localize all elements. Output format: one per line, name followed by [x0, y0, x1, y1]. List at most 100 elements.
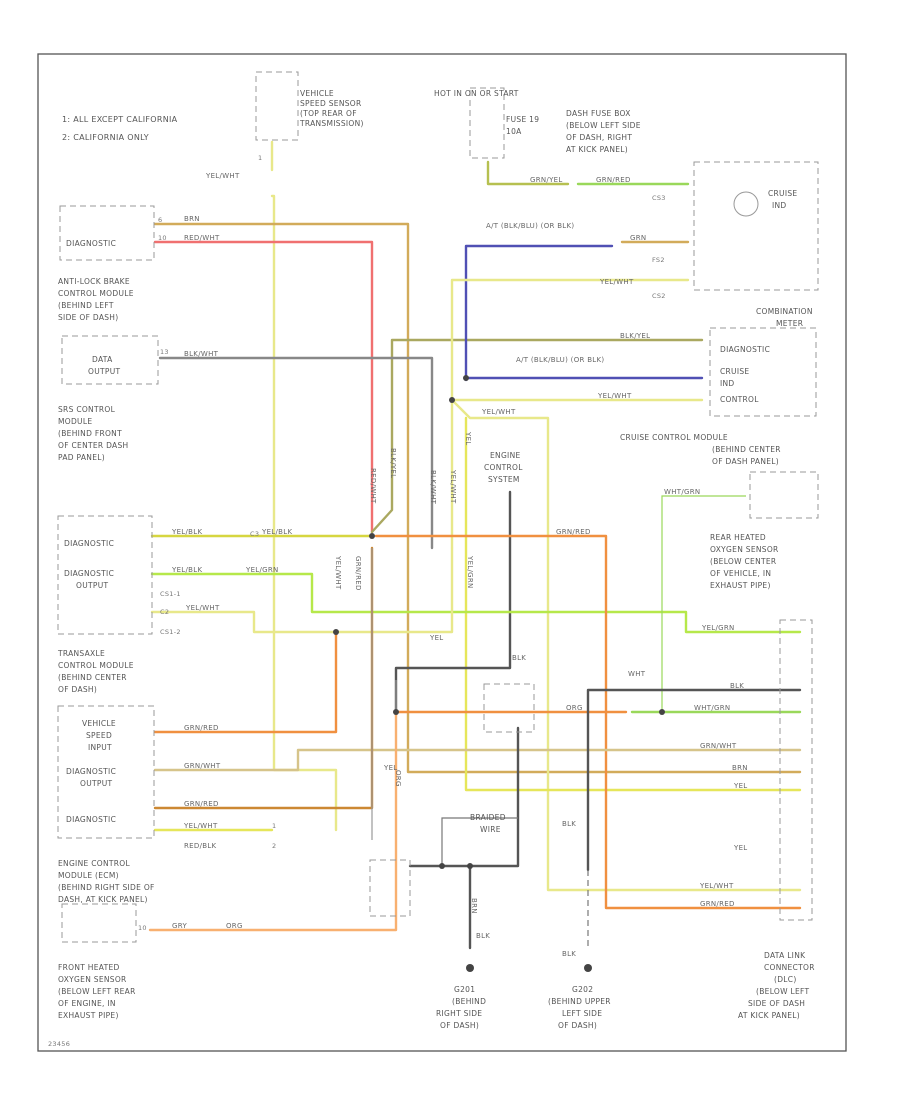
- ecm-label-1: ENGINE CONTROL: [58, 859, 130, 868]
- o2f-box: [61, 903, 137, 943]
- vlabel-redwht: RED/WHT: [369, 468, 377, 504]
- srs-box-label-2: OUTPUT: [88, 367, 120, 376]
- ground-wire-label: WIRE: [480, 825, 501, 834]
- dlc-wire-wht: WHT: [628, 670, 646, 678]
- tcm-box-output: OUTPUT: [76, 581, 108, 590]
- ground-wire-yel: YEL: [429, 634, 444, 642]
- g202-label-2: (BEHIND UPPER: [548, 997, 611, 1006]
- wire-dlc-blk: [586, 688, 802, 872]
- fuse-name: FUSE 19: [506, 115, 539, 124]
- srs-pin: 13: [160, 348, 169, 356]
- g201-label-1: G201: [454, 985, 475, 994]
- abs-wire-brn: BRN: [184, 215, 200, 223]
- wire-ecm-grnwht: [153, 748, 802, 772]
- junction-dot: [449, 397, 455, 403]
- tcm-wire-yelwht: YEL/WHT: [185, 604, 220, 612]
- fuse-rating: 10A: [506, 127, 522, 136]
- wire-grnred-dlc: [374, 534, 802, 910]
- tcm-wire-yelblk-3: YEL/BLK: [171, 566, 202, 574]
- vlabel-yelgrn: YEL/GRN: [466, 555, 474, 589]
- abs-pin-2: 10: [158, 234, 167, 242]
- fuse-box-label-1: DASH FUSE BOX: [566, 109, 631, 118]
- tcm-label-3: (BEHIND CENTER: [58, 673, 127, 682]
- tcm-wire-yelblk-1: YEL/BLK: [171, 528, 202, 536]
- wire-srs-blkwht: [158, 356, 434, 550]
- eng-ctrl-connector-box: [483, 683, 535, 733]
- cruise-module-box: [749, 471, 819, 519]
- ground-blk-1: BLK: [476, 932, 490, 940]
- ecm-label-4: DASH, AT KICK PANEL): [58, 895, 148, 904]
- tcm-pin-c3: C3: [250, 530, 259, 538]
- wire-vss-yelwht: [270, 140, 338, 832]
- ecm-box-vehicle: VEHICLE: [82, 719, 116, 728]
- tcm-box: [57, 515, 153, 635]
- wire-at-blue-upper: [464, 244, 614, 382]
- dlc-label-3: (DLC): [774, 975, 797, 984]
- ecm-wire-redblk: RED/BLK: [184, 842, 217, 850]
- combo-box-ind: IND: [720, 379, 735, 388]
- dlc-label-1: DATA LINK: [764, 951, 806, 960]
- wire-misc-gray: [371, 548, 397, 840]
- abs-label-3: (BEHIND LEFT: [58, 301, 114, 310]
- o2f-pin: 10: [138, 924, 147, 932]
- o2f-wire-org: ORG: [226, 922, 243, 930]
- fuse-box: [469, 87, 505, 159]
- dlc-wire-brn: BRN: [732, 764, 748, 772]
- junction-dot: [659, 709, 665, 715]
- combo-wire-blkyel: BLK/YEL: [620, 332, 650, 340]
- cruise-ind-box: [693, 161, 819, 291]
- srs-label-1: SRS CONTROL: [58, 405, 116, 414]
- srs-label-2: MODULE: [58, 417, 92, 426]
- junction-dot: [333, 629, 339, 635]
- combo-box-diag: DIAGNOSTIC: [720, 345, 770, 354]
- wire-cruise-yelwht: [450, 278, 690, 550]
- wire-tcm-yelwht: [150, 546, 454, 634]
- vlabel-org: ORG: [394, 770, 402, 787]
- wire-o2f-org: [148, 710, 398, 932]
- tcm-box-diag2: DIAGNOSTIC: [64, 569, 114, 578]
- ecm-wire-grnwht: GRN/WHT: [184, 762, 221, 770]
- junction-dot: [369, 533, 375, 539]
- hlabel-grnred: GRN/RED: [556, 528, 591, 536]
- vss-pin: 1: [258, 154, 262, 162]
- srs-label-5: PAD PANEL): [58, 453, 105, 462]
- ecs-label-2: CONTROL: [484, 463, 523, 472]
- ecm-box-output: OUTPUT: [80, 779, 112, 788]
- fuse-box-label-2: (BELOW LEFT SIDE: [566, 121, 641, 130]
- tcm-wire-yelgrn: YEL/GRN: [245, 566, 279, 574]
- vlabel-yel: YEL: [464, 431, 472, 446]
- abs-label-1: ANTI-LOCK BRAKE: [58, 277, 130, 286]
- cruise-pin-cs2: CS2: [652, 292, 666, 300]
- at-wire-grn: GRN: [630, 234, 646, 242]
- ground-blk-2: BLK: [562, 950, 576, 958]
- cruise-ind-label: CRUISE: [768, 189, 797, 198]
- wire-braided-ground: [408, 726, 520, 950]
- wire-blkyel: [370, 338, 704, 534]
- ecm-note-1: 1: [272, 822, 276, 830]
- vss-label-4: TRANSMISSION): [299, 119, 364, 128]
- junction-dot: [393, 709, 399, 715]
- fuse-box-label-4: AT KICK PANEL): [566, 145, 628, 154]
- combo-label-1: COMBINATION: [756, 307, 813, 316]
- vss-box: [255, 71, 299, 141]
- tcm-label-1: TRANSAXLE: [57, 649, 105, 658]
- o2r-label-3: (BELOW CENTER: [710, 557, 776, 566]
- ground-braided-label: BRAIDED: [470, 813, 506, 822]
- ground-blk-3: BLK: [512, 654, 526, 662]
- o2r-label-5: EXHAUST PIPE): [710, 581, 771, 590]
- tcm-wire-yelblk-2: YEL/BLK: [261, 528, 292, 536]
- tcm-label-4: OF DASH): [58, 685, 97, 694]
- dlc-wire-yel: YEL: [733, 782, 748, 790]
- cruise-mod-label-3: OF DASH PANEL): [712, 457, 779, 466]
- ecm-box: [57, 705, 155, 839]
- o2f-label-5: EXHAUST PIPE): [58, 1011, 119, 1020]
- wire-yel-dlc: [464, 416, 802, 792]
- dlc-wire-blk: BLK: [730, 682, 744, 690]
- g201-label-3: RIGHT SIDE: [436, 1009, 482, 1018]
- ground-g202-dot: [584, 964, 592, 972]
- cruise-wire-grnyel: GRN/YEL: [530, 176, 563, 184]
- vss-label-1: VEHICLE: [300, 89, 334, 98]
- fuse-hot-label: HOT IN ON OR START: [434, 89, 519, 98]
- dlc-box: [779, 619, 813, 921]
